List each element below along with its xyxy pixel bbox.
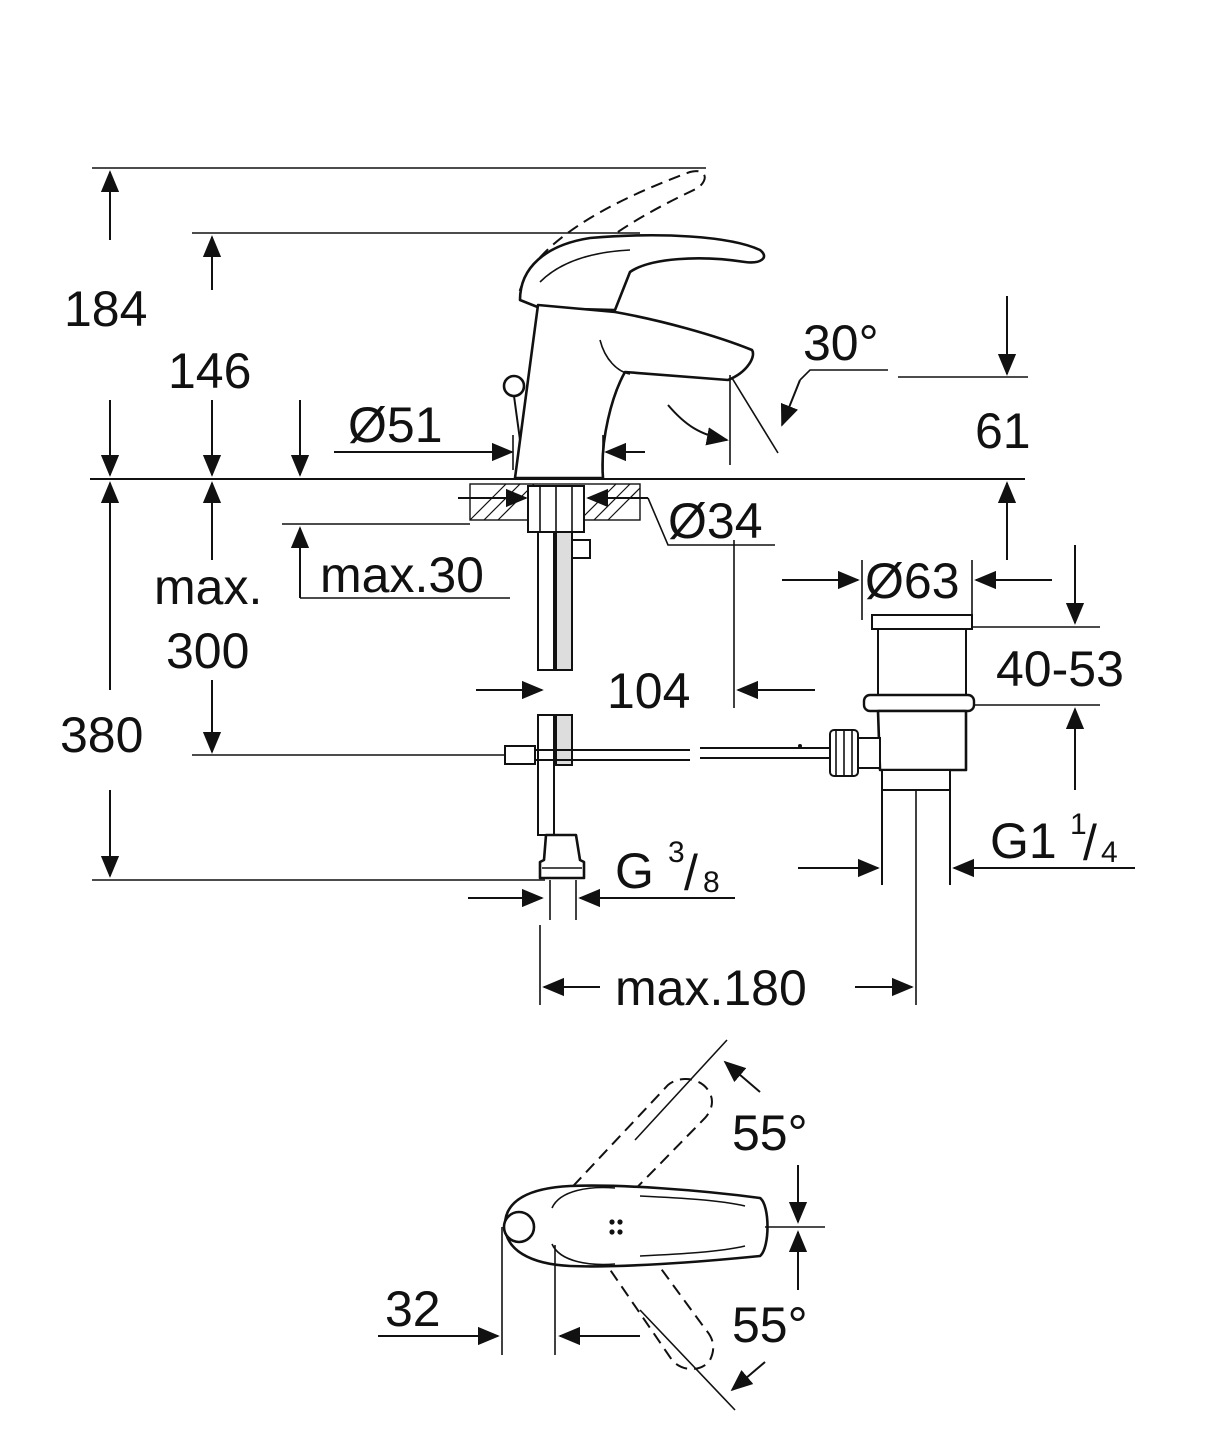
label-104: 104	[607, 663, 690, 719]
lever-detail	[539, 249, 631, 283]
label-61: 61	[975, 403, 1031, 459]
label-32: 32	[385, 1281, 441, 1337]
label-55deg-bottom: 55°	[732, 1297, 808, 1353]
faucet-body	[513, 303, 755, 480]
label-g38-den: 8	[703, 866, 720, 899]
popup-rod	[504, 744, 830, 765]
label-max300-line1: max.	[154, 559, 262, 615]
label-55deg-top: 55°	[732, 1105, 808, 1161]
label-g38-slash: /	[684, 845, 698, 901]
lever-handle	[518, 234, 766, 312]
lever-right-outline	[599, 1239, 715, 1370]
label-max30: max.30	[320, 547, 484, 603]
hose-fitting	[538, 833, 586, 880]
label-d51: Ø51	[348, 397, 443, 453]
label-d34: Ø34	[668, 493, 763, 549]
top-knob	[502, 1210, 536, 1244]
top-view-dimensions	[378, 1039, 825, 1411]
label-g114-num: 1	[1070, 808, 1087, 841]
dimension-lines	[92, 167, 1135, 1005]
faucet-side-view	[90, 170, 1025, 885]
label-380: 380	[60, 707, 143, 763]
label-184: 184	[64, 281, 147, 337]
label-max180: max.180	[615, 960, 807, 1016]
waste-drain	[829, 614, 976, 885]
label-146: 146	[168, 343, 251, 399]
label-g114-slash: /	[1083, 815, 1097, 871]
popup-knob	[502, 374, 526, 398]
label-g38-main: G	[615, 843, 654, 899]
label-g114-den: 4	[1101, 836, 1118, 869]
label-40-53: 40-53	[996, 641, 1124, 697]
spout-curve	[599, 339, 631, 375]
top-handle	[503, 1184, 769, 1268]
label-g38: G 3 / 8	[615, 836, 720, 901]
dimension-labels: 184 146 Ø51 30° 61 Ø34 max.30 max. 300 3…	[60, 281, 1124, 1353]
label-g114-main: G1	[990, 813, 1057, 869]
label-max300-line2: 300	[166, 623, 249, 679]
flex-hoses	[537, 531, 591, 836]
label-30deg: 30°	[803, 315, 879, 371]
faucet-top-view	[502, 1078, 769, 1370]
label-d63: Ø63	[865, 553, 960, 609]
label-g38-num: 3	[668, 836, 685, 869]
label-g114: G1 1 / 4	[990, 808, 1118, 871]
